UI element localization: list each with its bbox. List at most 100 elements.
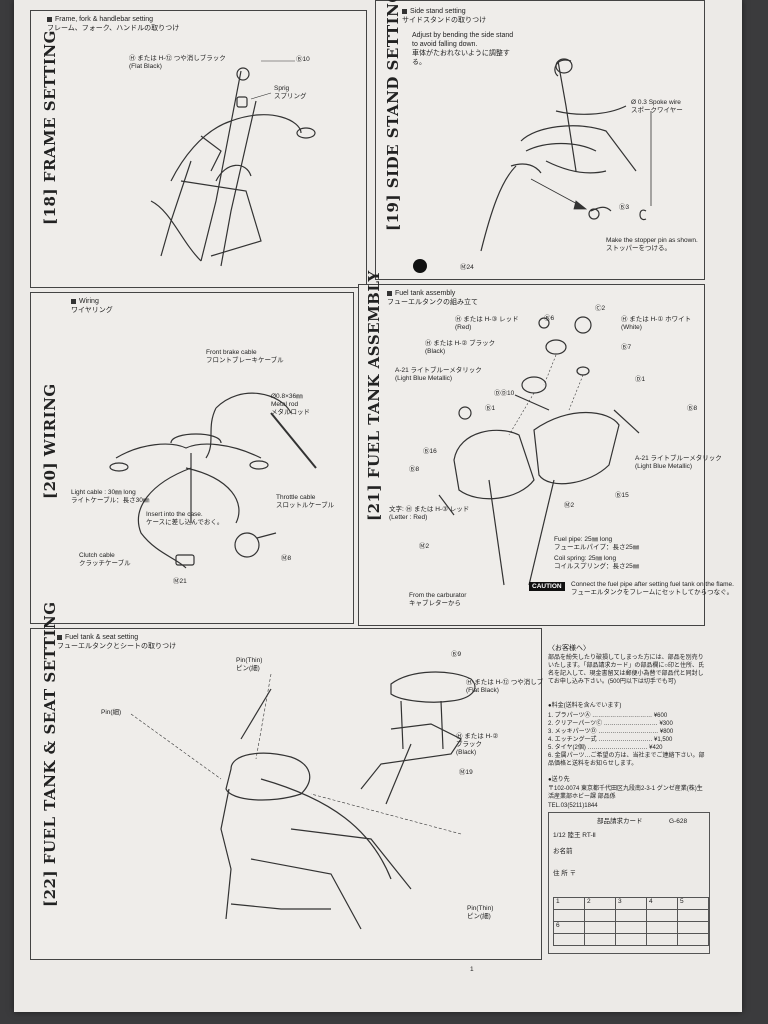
card-cell[interactable] (615, 921, 647, 934)
part-b10-label: Ⓑ10 (296, 56, 310, 63)
flat-black-label: Ⓗ または H-⑫ つや消しブラック(Flat Black) (129, 55, 226, 70)
fee-item: 5. タイヤ(2個) ………………………… ¥420 (548, 745, 663, 751)
card-cell[interactable] (646, 921, 678, 934)
card-name-field[interactable]: お名前 (553, 848, 573, 855)
part-d10-label: ⒹⒹ10 (494, 390, 515, 397)
part-b15-label: Ⓑ15 (615, 492, 629, 499)
pin-left-label: Pin(細) (101, 709, 122, 716)
card-col[interactable]: 4 (646, 897, 678, 910)
part-b9-label: Ⓑ9 (451, 651, 462, 658)
part-c2-label: Ⓒ2 (595, 305, 606, 312)
part-b1-label: Ⓑ1 (485, 405, 496, 412)
card-col[interactable]: 6 (553, 921, 585, 934)
card-cell[interactable] (584, 933, 616, 946)
step-18-panel: [18] FRAME SETTING Frame, fork & handleb… (30, 10, 367, 288)
card-cell[interactable] (646, 909, 678, 922)
fee-heading: ●料金(送料を含んでいます) (548, 703, 622, 709)
side-stand-note: Adjust by bending the side stand to avoi… (412, 32, 514, 66)
card-cell[interactable] (677, 909, 709, 922)
card-code: G-628 (669, 818, 688, 825)
fee-item: 6. 金属パーツ…ご希望の方は、当社までご連絡下さい。部品価格と送料をお知らせし… (548, 753, 705, 767)
card-cell[interactable] (677, 921, 709, 934)
card-cell[interactable] (615, 933, 647, 946)
card-cell[interactable] (584, 921, 616, 934)
card-col[interactable]: 3 (615, 897, 647, 910)
part-b8-label: Ⓑ8 (409, 466, 420, 473)
part-m2-right-label: Ⓜ2 (564, 502, 575, 509)
address-text: 〒102-0074 東京都千代田区九段南2-3-1 グンゼ産業(株)生活産業部ホ… (548, 786, 703, 800)
card-cell[interactable] (553, 909, 585, 922)
part-d1-label: Ⓓ1 (635, 376, 646, 383)
tel-text: TEL.03(5211)1844 (548, 803, 598, 809)
fee-item: 3. メッキパーツⒹ ………………………… ¥800 (548, 729, 674, 735)
card-cell[interactable] (646, 933, 678, 946)
address-heading: ●送り先 (548, 777, 570, 783)
fuel-tank-drawing (438, 316, 640, 586)
part-m19-label: Ⓜ19 (459, 769, 473, 776)
a21-right-label: A-21 ライトブルーメタリック(Light Blue Metallic) (635, 455, 722, 470)
step-19-panel: [19] SIDE STAND SETTING Side stand setti… (375, 0, 705, 280)
tank-seat-drawing (130, 671, 476, 930)
gear-icon (413, 259, 427, 273)
stopper-pin-note: Make the stopper pin as shown.ストッパーをつける。 (606, 237, 698, 252)
flat-black-seat-label: Ⓗ または H-⑫ つや消しブラック(Flat Black) (466, 679, 563, 694)
card-model: 1/12 陸王 RT-Ⅱ (553, 832, 596, 839)
part-b16-label: Ⓑ16 (423, 448, 437, 455)
part-m21-label: Ⓜ21 (173, 578, 187, 585)
part-b7-label: Ⓑ7 (621, 344, 632, 351)
letter-red-label: 文字: Ⓗ または H-③ レッド(Letter : Red) (389, 506, 470, 521)
card-cell[interactable] (553, 933, 585, 946)
card-parts-grid: 1 2 3 4 5 6 (553, 897, 709, 946)
parts-request-card: 部品請求カード G-628 1/12 陸王 RT-Ⅱ お名前 住 所 〒 1 2… (548, 812, 710, 954)
red-label: Ⓗ または H-③ レッド(Red) (455, 316, 519, 331)
step-21-panel: [21] FUEL TANK ASSEMBLY Fuel tank assemb… (358, 270, 734, 626)
card-col[interactable]: 5 (677, 897, 709, 910)
part-m24-label: Ⓜ24 (460, 264, 474, 271)
page-number: 1 (470, 966, 474, 973)
wiring-drawing (109, 392, 317, 569)
white-label: Ⓗ または H-① ホワイト(White) (621, 316, 692, 331)
pin-bottom-label: Pin(Thin)ピン(細) (467, 905, 494, 920)
fee-item: 1. プラパーツⒶ ………………………… ¥600 (548, 713, 668, 719)
black-label: Ⓗ または H-② ブラック(Black) (425, 340, 496, 355)
card-col[interactable]: 1 (553, 897, 585, 910)
pin-top-label: Pin(Thin)ピン(細) (236, 657, 263, 672)
part-m2-left-label: Ⓜ2 (419, 543, 430, 550)
card-address-field[interactable]: 住 所 〒 (553, 870, 577, 877)
part-b6-label: Ⓑ6 (544, 315, 555, 322)
insert-case-note: Insert into the case.ケースに差し込んでおく。 (146, 511, 224, 526)
order-intro: 部品を紛失したり破損してしまった方には、部品を別売りいたします。「部品請求カード… (548, 655, 705, 685)
fee-item: 4. エッチング一式 ……………………… ¥1,500 (548, 737, 673, 743)
frame-fork-drawing (150, 60, 316, 267)
part-b8-right-label: Ⓑ8 (687, 405, 698, 412)
card-cell[interactable] (677, 933, 709, 946)
part-m8-label: Ⓜ8 (281, 555, 292, 562)
card-cell[interactable] (584, 909, 616, 922)
fee-item: 2. クリアーパーツⒸ ……………………… ¥300 (548, 721, 673, 727)
card-title: 部品請求カード (597, 818, 643, 825)
card-col[interactable]: 2 (584, 897, 616, 910)
a21-left-label: A-21 ライトブルーメタリック(Light Blue Metallic) (395, 367, 482, 382)
caution-badge: CAUTION (529, 582, 565, 591)
order-heading: 〈お客様へ〉 (548, 645, 590, 652)
card-cell[interactable] (615, 909, 647, 922)
instruction-sheet: [18] FRAME SETTING Frame, fork & handleb… (14, 0, 742, 1012)
part-b3-label: Ⓑ3 (619, 204, 630, 211)
caution-note: Connect the fuel pipe after setting fuel… (571, 581, 734, 596)
